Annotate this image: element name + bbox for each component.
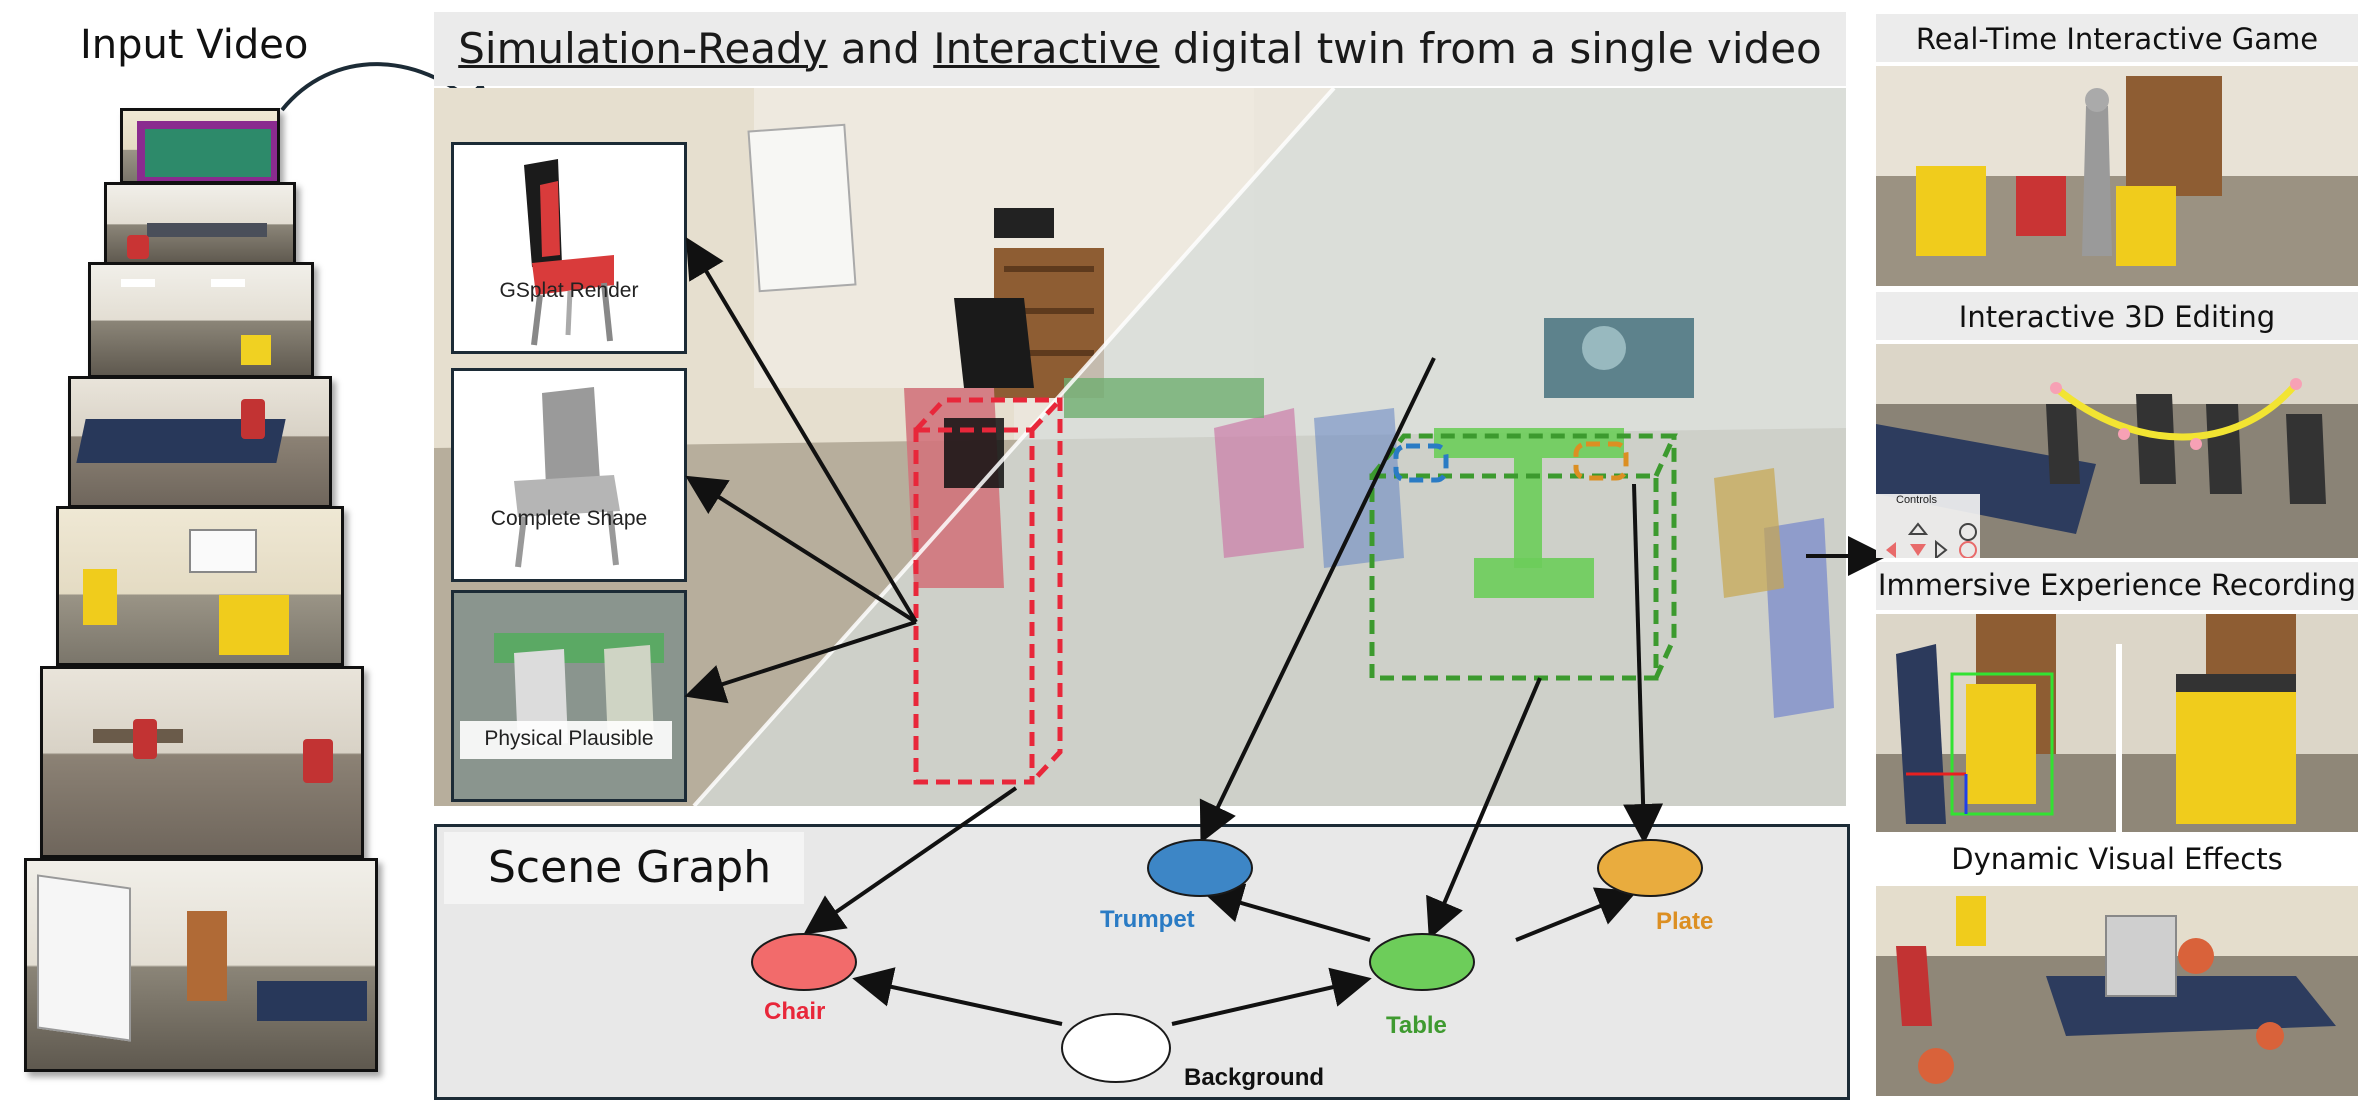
app-label-recording: Immersive Experience Recording	[1877, 568, 2357, 602]
app-image-recording	[1876, 614, 2358, 832]
input-video-title: Input Video	[80, 22, 309, 68]
node-label-table: Table	[1386, 1012, 1447, 1039]
app-label-editing: Interactive 3D Editing	[1958, 300, 2276, 334]
title-interactive: Interactive	[933, 24, 1160, 73]
node-plate	[1597, 839, 1703, 897]
scene-graph-title-bg	[444, 832, 804, 904]
video-frame-4	[68, 376, 332, 508]
node-trumpet	[1147, 839, 1253, 897]
physical-plausible-label: Physical Plausible	[484, 727, 654, 750]
gsplat-render-label: GSplat Render	[499, 279, 639, 302]
chair-render-image	[524, 159, 614, 346]
node-chair	[751, 933, 857, 991]
video-frame-5	[56, 506, 344, 666]
complete-shape-panel: Complete Shape	[451, 368, 687, 582]
node-label-background: Background	[1184, 1064, 1325, 1091]
title-simulation-ready: Simulation-Ready	[458, 24, 828, 73]
title-banner	[434, 12, 1846, 86]
node-background	[1061, 1013, 1171, 1083]
app-label-effects: Dynamic Visual Effects	[1951, 842, 2283, 876]
scene-graph-title: Scene Graph	[488, 842, 772, 893]
app-label-game: Real-Time Interactive Game	[1915, 22, 2319, 56]
video-frame-6	[40, 666, 364, 858]
title-rest: digital twin from a single video	[1159, 24, 1822, 73]
inset-arrows	[684, 237, 918, 704]
node-table	[1369, 933, 1475, 991]
physics-scene-image	[454, 593, 684, 799]
page-title: Simulation-Ready and Interactive digital…	[434, 12, 1846, 86]
video-frame-7	[24, 858, 378, 1072]
chair-mesh-image	[514, 387, 620, 568]
app-image-effects	[1876, 886, 2358, 1096]
node-label-chair: Chair	[764, 998, 826, 1025]
node-label-trumpet: Trumpet	[1100, 906, 1195, 933]
gsplat-render-panel: GSplat Render	[451, 142, 687, 354]
app-image-editing: Controls	[1876, 344, 2358, 558]
node-label-plate: Plate	[1656, 908, 1714, 935]
title-and: and	[827, 24, 934, 73]
controls-label: Controls	[1896, 494, 1937, 506]
physical-plausible-panel: Physical Plausible	[451, 590, 687, 802]
app-image-game	[1876, 66, 2358, 286]
complete-shape-label: Complete Shape	[490, 507, 648, 530]
video-frame-1	[120, 108, 280, 184]
